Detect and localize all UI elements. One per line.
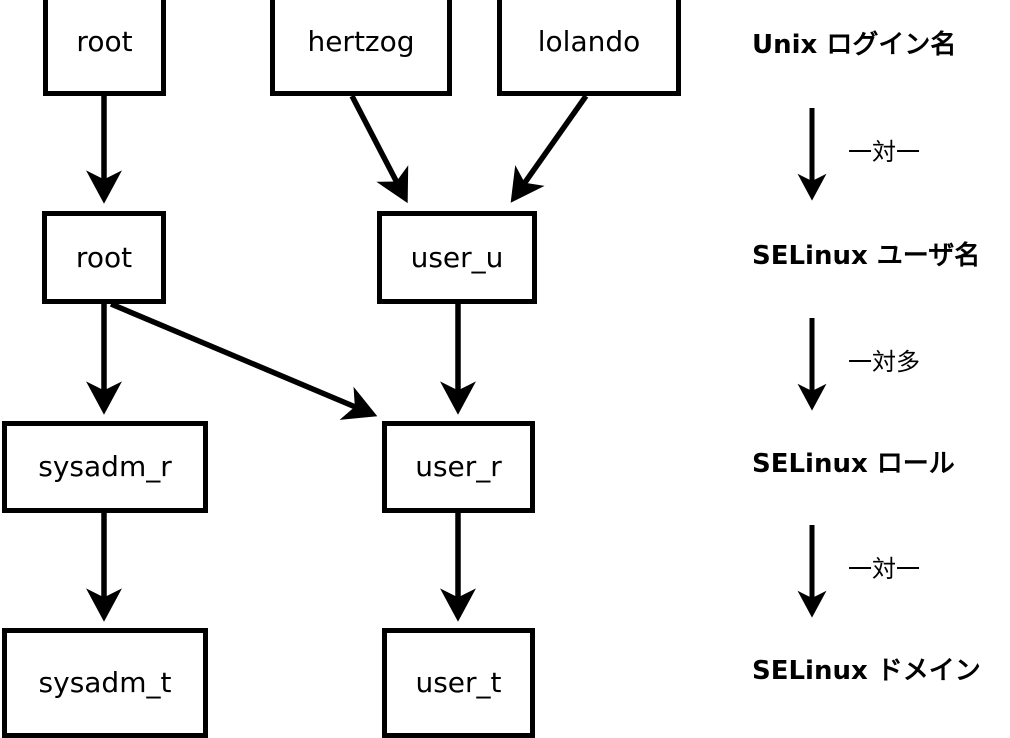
node-label: user_r: [415, 450, 502, 483]
node-selinux-domain-sysadm-t[interactable]: sysadm_t: [2, 628, 208, 738]
graph-edges: [86, 94, 589, 622]
node-label: lolando: [537, 25, 641, 58]
node-label: sysadm_t: [38, 666, 172, 699]
node-selinux-domain-user-t[interactable]: user_t: [382, 628, 535, 738]
node-unix-login-root[interactable]: root: [43, 0, 166, 96]
legend-level-selinux-role: SELinux ロール: [752, 449, 955, 479]
node-label: root: [76, 25, 133, 58]
node-unix-login-lolando[interactable]: lolando: [497, 0, 681, 96]
legend-relation-login-to-user: 一対一: [848, 138, 920, 166]
legend-level-unix-login: Unix ログイン名: [752, 30, 957, 60]
node-selinux-user-user-u[interactable]: user_u: [377, 211, 537, 304]
node-label: user_u: [410, 240, 504, 274]
edge-hertzog-to-useru: [349, 94, 409, 204]
legend-relation-role-to-domain: 一対一: [848, 555, 920, 583]
node-selinux-user-root[interactable]: root: [42, 211, 166, 304]
node-unix-login-hertzog[interactable]: hertzog: [270, 0, 452, 96]
node-label: user_t: [415, 666, 502, 699]
node-label: root: [75, 240, 133, 274]
node-selinux-role-user-r[interactable]: user_r: [382, 421, 535, 513]
edge-lolando-to-useru: [510, 94, 589, 203]
node-label: hertzog: [307, 25, 415, 58]
edge-seuserroot-to-userr: [109, 301, 378, 420]
node-label: sysadm_r: [38, 450, 172, 483]
node-selinux-role-sysadm-r[interactable]: sysadm_r: [2, 421, 208, 513]
legend-relation-user-to-role: 一対多: [848, 348, 920, 376]
legend-level-selinux-domain: SELinux ドメイン: [752, 656, 981, 686]
legend-level-selinux-user: SELinux ユーザ名: [752, 241, 981, 271]
